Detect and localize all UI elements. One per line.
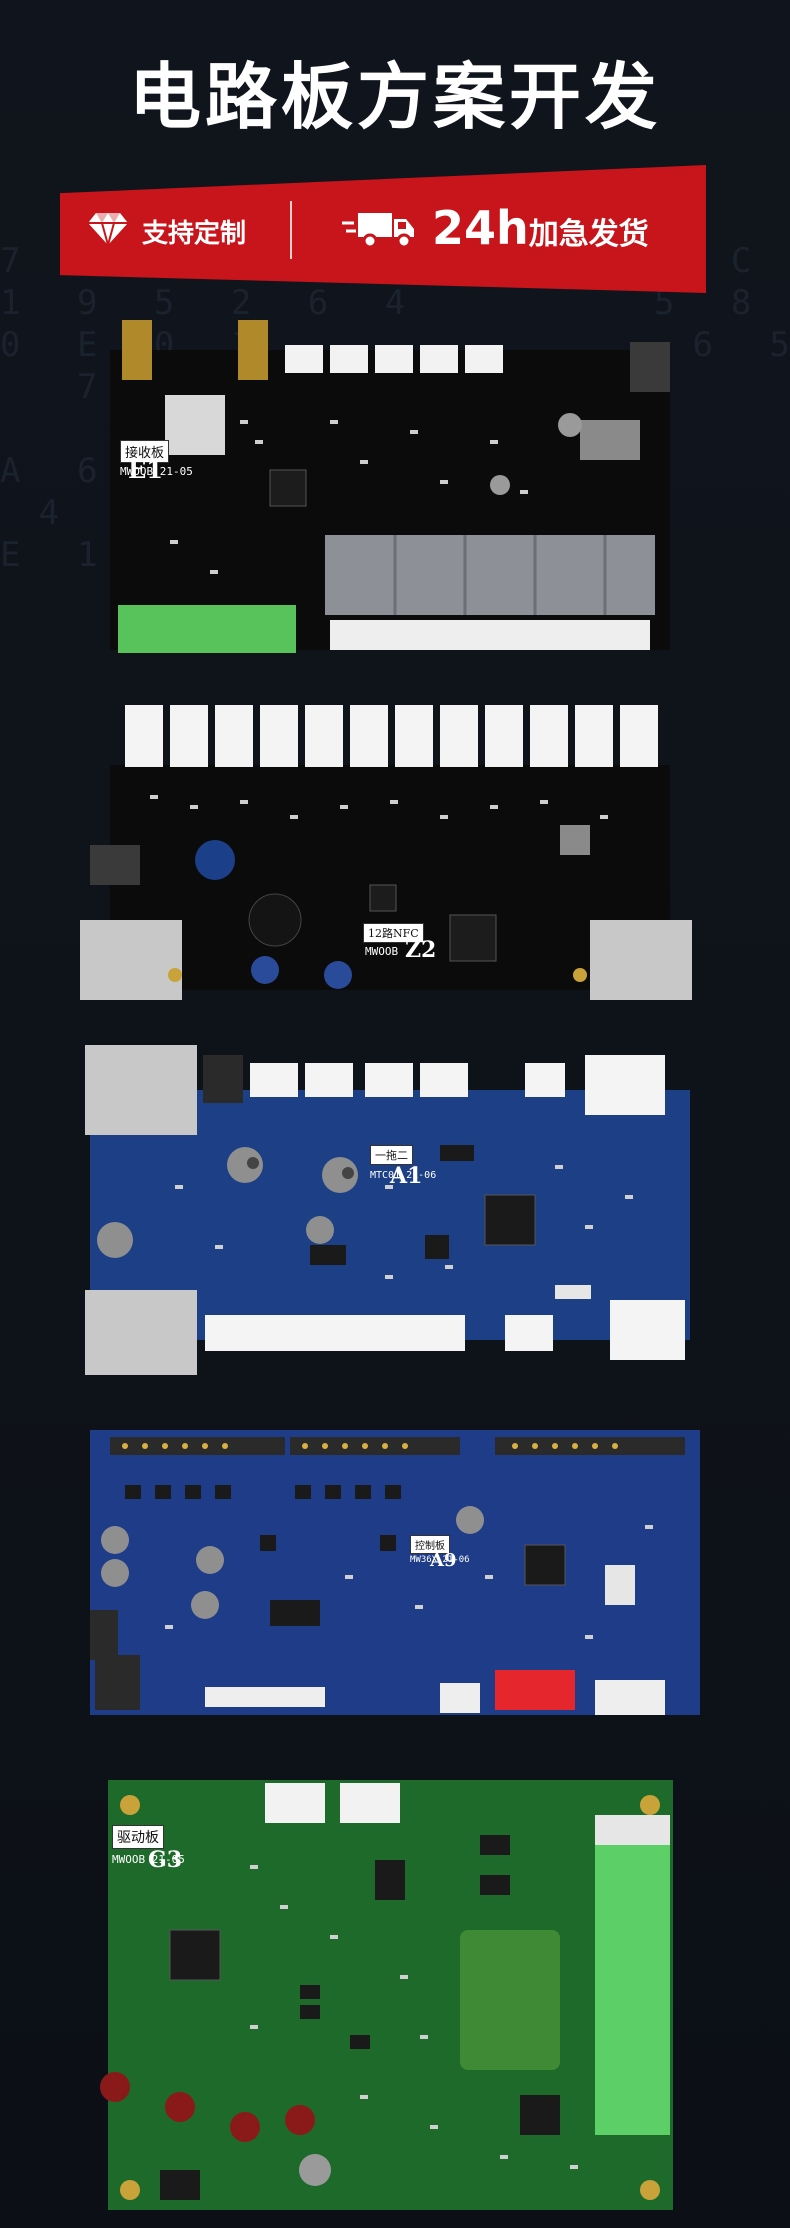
pcb-board-1: 接收板 MWOOB 21-05 E1 [110,320,680,660]
diamond-icon [88,213,128,246]
pcb-board-2-code: MWOOB [365,945,399,958]
feature-express-strong: 24h [432,201,529,255]
banner-divider [290,201,292,259]
page-title: 电路板方案开发 [128,55,661,139]
pcb-board-4: 控制板 MW36X 21-06 A9 [85,1425,705,1735]
pcb-board-4-code: MW36X 21-06 [410,1555,470,1565]
pcb-board-3-code: MTC01 21-06 [370,1170,437,1181]
pcb-board-3-id: A1 [390,1163,423,1189]
feature-custom-label: 支持定制 [142,219,247,249]
feature-express-label: 24h加急发货 [432,201,649,255]
pcb-board-1-image [110,320,670,653]
pcb-board-3: 一拖二 MTC01 21-06 A1 [85,1045,700,1375]
truck-icon [342,213,414,249]
pcb-board-2-id: Z2 [405,937,437,963]
pcb-board-3-label: 一拖二 [370,1145,413,1165]
pcb-board-5: 驱动板 MWOOB 21-05 G3 [100,1775,680,2215]
pcb-board-2-label: 12路NFC [363,923,424,943]
feature-banner: 支持定制 24h加急发货 [60,165,706,293]
feature-express-rest: 加急发货 [528,217,649,252]
pcb-board-4-id: A9 [430,1550,457,1571]
pcb-board-4-label: 控制板 [410,1535,450,1554]
pcb-board-1-label: 接收板 [120,440,170,463]
pcb-board-1-code: MWOOB 21-05 [120,465,193,478]
pcb-board-5-code: MWOOB 21-05 [112,1853,185,1866]
pcb-board-5-label: 驱动板 [112,1825,164,1849]
pcb-board-5-id: G3 [148,1847,183,1873]
pcb-board-3-image [85,1045,690,1375]
pcb-board-2: 12路NFC MWOOB Z2 [80,705,700,1005]
pcb-board-4-image [90,1430,700,1715]
pcb-board-5-image [100,1780,673,2210]
pcb-board-2-image [80,705,692,1000]
pcb-board-1-id: E1 [128,455,163,484]
